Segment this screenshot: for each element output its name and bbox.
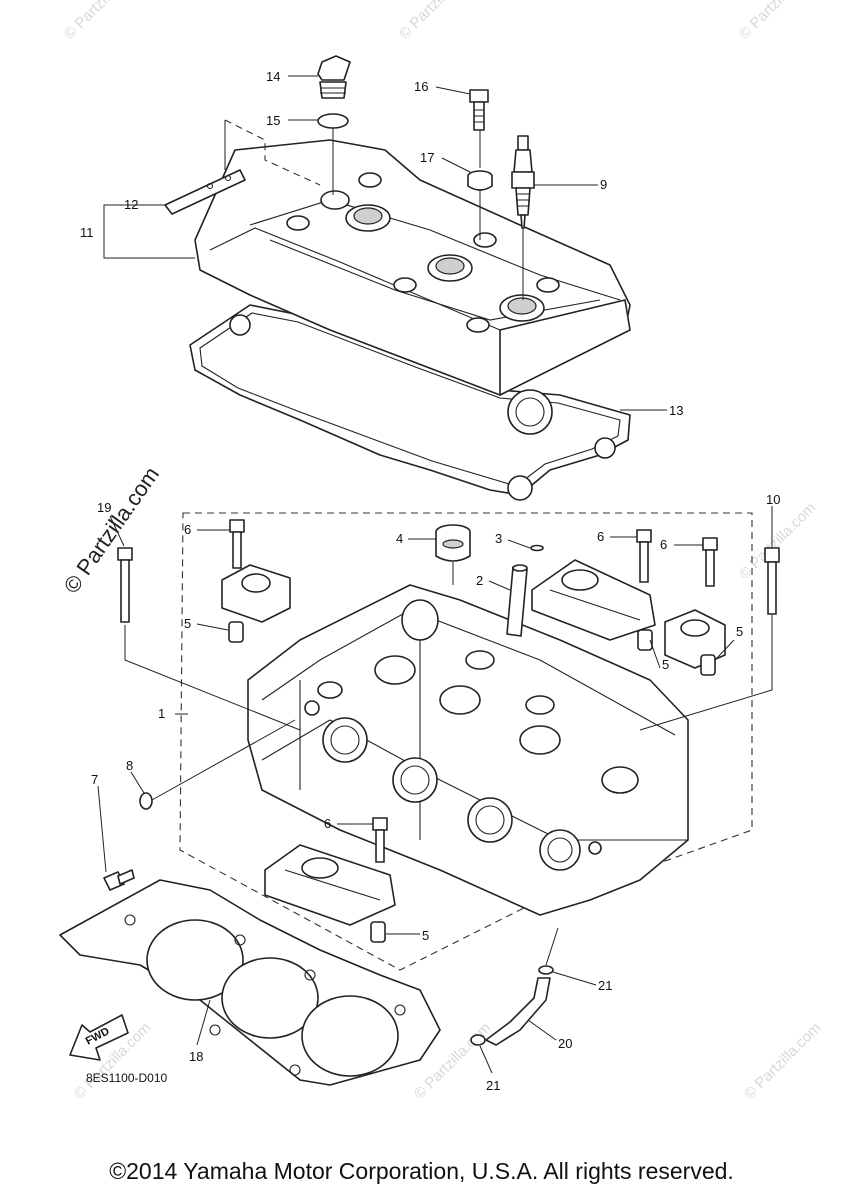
callout-5-left: 5 bbox=[184, 616, 191, 631]
cam-cap-bolt bbox=[372, 817, 388, 863]
head-plug bbox=[435, 524, 471, 562]
callout-18: 18 bbox=[189, 1049, 203, 1064]
callouts: 1 2 3 4 5 5 5 5 6 6 6 6 7 8 9 10 11 bbox=[80, 69, 780, 1093]
callout-5-right: 5 bbox=[736, 624, 743, 639]
cam-cap-bolt bbox=[229, 519, 245, 569]
copyright-notice: ©2014 Yamaha Motor Corporation, U.S.A. A… bbox=[109, 1158, 734, 1184]
sealing-washer bbox=[139, 792, 153, 810]
cam-cap-right bbox=[664, 609, 726, 669]
long-bolt-right bbox=[764, 547, 780, 615]
callout-5-mid: 5 bbox=[662, 657, 669, 672]
callout-3: 3 bbox=[495, 531, 502, 546]
callout-14: 14 bbox=[266, 69, 280, 84]
dowel-pin bbox=[370, 921, 386, 943]
cylinder-head-cover bbox=[164, 139, 631, 396]
callout-6-left: 6 bbox=[184, 522, 191, 537]
callout-2: 2 bbox=[476, 573, 483, 588]
callout-6-bottom: 6 bbox=[324, 816, 331, 831]
callout-4: 4 bbox=[396, 531, 403, 546]
cam-cap-bottom bbox=[264, 844, 396, 926]
callout-8: 8 bbox=[126, 758, 133, 773]
callout-12: 12 bbox=[124, 197, 138, 212]
cover-bolt bbox=[469, 89, 489, 131]
long-bolt-left bbox=[117, 547, 133, 623]
watermark-text: © Partzilla.com bbox=[741, 1019, 824, 1102]
callout-17: 17 bbox=[420, 150, 434, 165]
callout-5-bottom: 5 bbox=[422, 928, 429, 943]
callout-6-right: 6 bbox=[660, 537, 667, 552]
dowel-pin bbox=[637, 629, 653, 651]
callout-21-top: 21 bbox=[598, 978, 612, 993]
watermark-text: © Partzilla.com bbox=[736, 0, 819, 43]
washer-leader bbox=[151, 719, 296, 801]
o-ring bbox=[317, 113, 349, 129]
spark-plug bbox=[511, 135, 535, 229]
oil-delivery-pipe bbox=[506, 544, 544, 637]
watermark-text: © Partzilla.com bbox=[61, 0, 144, 43]
hose-clamp bbox=[538, 965, 554, 975]
fwd-arrow-icon: FWD bbox=[69, 1014, 129, 1061]
callout-9: 9 bbox=[600, 177, 607, 192]
callout-21-bottom: 21 bbox=[486, 1078, 500, 1093]
dowel-pin bbox=[228, 621, 244, 643]
callout-7: 7 bbox=[91, 772, 98, 787]
hose-leader bbox=[545, 927, 559, 966]
callout-16: 16 bbox=[414, 79, 428, 94]
watermark-text: © Partzilla.com bbox=[396, 0, 479, 43]
callout-1: 1 bbox=[158, 706, 165, 721]
cover-grommet bbox=[467, 170, 493, 191]
cam-cap-left bbox=[221, 564, 291, 623]
callout-6-mid: 6 bbox=[597, 529, 604, 544]
diagram-code: 8ES1100-D010 bbox=[86, 1071, 167, 1085]
cover-leader-dash bbox=[224, 119, 321, 186]
dowel-pin bbox=[700, 654, 716, 676]
stud-leader-right bbox=[639, 615, 773, 731]
callout-10: 10 bbox=[766, 492, 780, 507]
callout-13: 13 bbox=[669, 403, 683, 418]
callout-19: 19 bbox=[97, 500, 111, 515]
partzilla-watermark: © Partzilla.com bbox=[59, 462, 165, 598]
callout-15: 15 bbox=[266, 113, 280, 128]
cylinder-head bbox=[247, 584, 689, 916]
callout-20: 20 bbox=[558, 1036, 572, 1051]
cam-cap-bolt bbox=[636, 529, 652, 583]
cam-cap-bolt bbox=[702, 537, 718, 587]
stud-leader-left bbox=[124, 625, 301, 731]
cam-cap-right-upper bbox=[531, 559, 656, 641]
watermark-text: © Partzilla.com bbox=[736, 499, 819, 582]
breather-hose bbox=[485, 977, 551, 1046]
hose-clamp bbox=[470, 1034, 486, 1046]
cylinder-head-gasket bbox=[59, 879, 441, 1086]
oil-filler-cap bbox=[317, 55, 351, 99]
head-cover-gasket bbox=[189, 304, 631, 501]
callout-11: 11 bbox=[80, 225, 94, 240]
flange-bolt bbox=[103, 869, 135, 891]
